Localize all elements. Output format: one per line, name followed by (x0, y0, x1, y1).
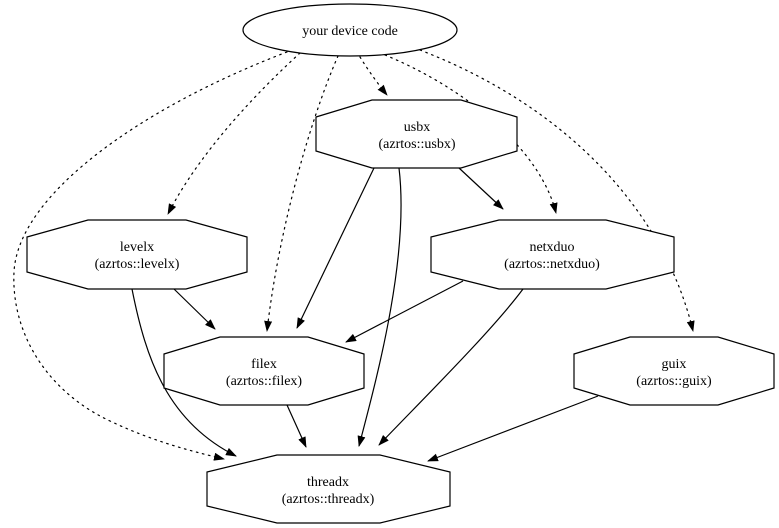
node-netxduo-sublabel: (azrtos::netxduo) (504, 257, 600, 272)
node-guix: guix (azrtos::guix) (573, 336, 775, 406)
node-levelx: levelx (azrtos::levelx) (26, 219, 248, 290)
device-ellipse-shape (242, 3, 458, 57)
node-filex-sublabel: (azrtos::filex) (226, 374, 303, 389)
edge-netxduo-threadx (378, 288, 524, 446)
edge-usbx-filex (296, 167, 375, 329)
edge-usbx-threadx (357, 167, 402, 447)
node-filex: filex (azrtos::filex) (163, 336, 365, 406)
edge-usbx-netxduo (458, 167, 504, 210)
edge-device-filex (264, 55, 339, 332)
node-usbx-sublabel: (azrtos::usbx) (379, 137, 456, 152)
node-guix-label: guix (662, 357, 687, 372)
node-usbx-label: usbx (404, 120, 430, 135)
node-threadx-sublabel: (azrtos::threadx) (282, 492, 375, 507)
edge-device-usbx (359, 56, 388, 96)
edge-device-threadx (13, 51, 288, 461)
filex-octagon-shape (163, 336, 365, 406)
edge-netxduo-filex (345, 280, 464, 343)
node-threadx: threadx (azrtos::threadx) (206, 454, 451, 524)
node-levelx-sublabel: (azrtos::levelx) (95, 257, 180, 272)
levelx-octagon-shape (26, 219, 248, 290)
node-netxduo-label: netxduo (529, 240, 574, 255)
edge-guix-threadx (427, 395, 599, 462)
threadx-octagon-shape (206, 454, 451, 524)
node-guix-sublabel: (azrtos::guix) (636, 374, 712, 389)
edge-filex-threadx (286, 404, 307, 448)
node-filex-label: filex (251, 357, 277, 372)
node-device-label: your device code (302, 24, 398, 39)
netxduo-octagon-shape (430, 219, 675, 290)
usbx-octagon-shape (315, 99, 518, 169)
node-levelx-label: levelx (120, 240, 154, 255)
node-usbx: usbx (azrtos::usbx) (315, 99, 518, 169)
node-netxduo: netxduo (azrtos::netxduo) (430, 219, 675, 290)
edge-levelx-filex (173, 288, 216, 330)
edge-device-levelx (167, 52, 301, 215)
node-threadx-label: threadx (307, 475, 349, 490)
node-device: your device code (242, 3, 458, 57)
edge-device-guix (419, 49, 695, 332)
guix-octagon-shape (573, 336, 775, 406)
